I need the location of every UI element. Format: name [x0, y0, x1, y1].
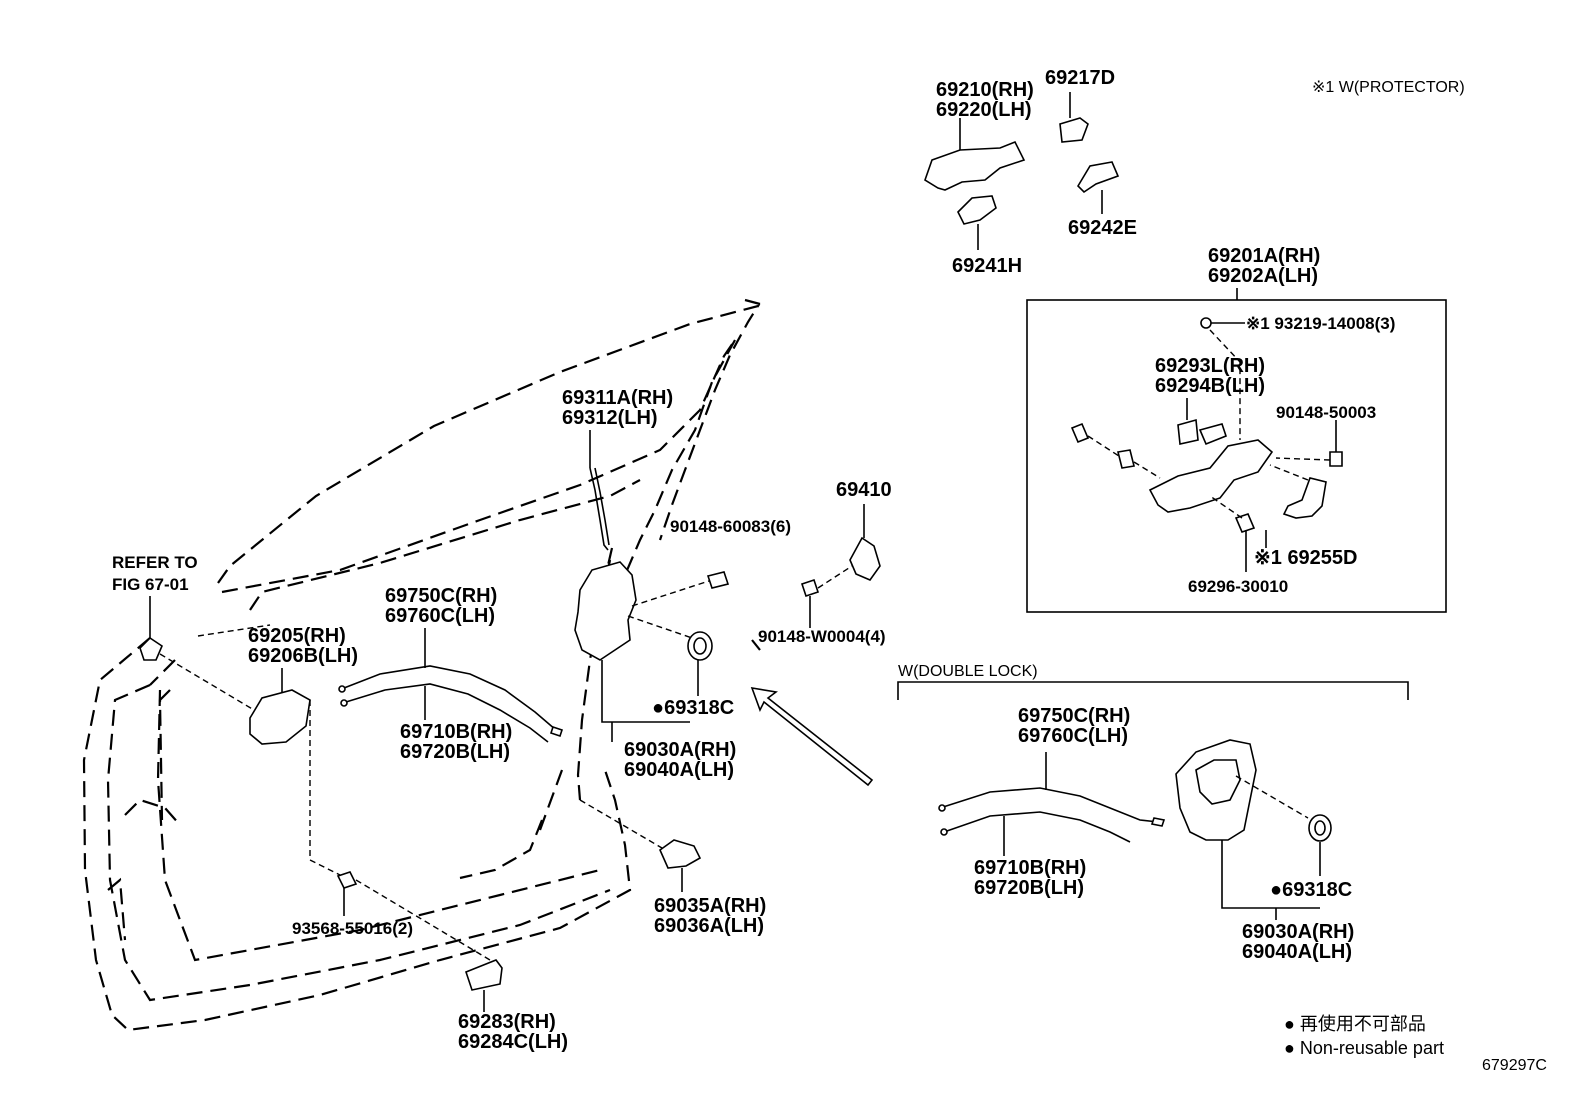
svg-text:69311A(RH): 69311A(RH)	[562, 387, 673, 409]
label-90148-60083: 90148-60083(6)	[670, 517, 791, 536]
inside-cables	[338, 628, 564, 743]
screw-90148-60083	[706, 571, 730, 589]
svg-text:90148-50003: 90148-50003	[1276, 403, 1376, 422]
svg-text:69710B(RH): 69710B(RH)	[974, 857, 1086, 879]
svg-text:69284C(LH): 69284C(LH)	[458, 1031, 568, 1053]
label-69205: 69205(RH) 69206B(LH)	[248, 625, 358, 667]
label-69030-double-lock: 69030A(RH) 69040A(LH)	[1242, 921, 1354, 963]
double-lock-section	[897, 681, 1409, 920]
svg-text:69217D: 69217D	[1045, 67, 1115, 89]
screw-93568	[336, 871, 491, 961]
handle-pad-front	[957, 195, 997, 250]
door-pocket-cover	[465, 959, 503, 1012]
svg-text:69312(LH): 69312(LH)	[562, 407, 658, 429]
label-note-protector: ※1 W(PROTECTOR)	[1312, 79, 1465, 96]
svg-text:●69318C: ●69318C	[652, 697, 734, 719]
lock-rod	[589, 430, 610, 551]
label-69035: 69035A(RH) 69036A(LH)	[654, 895, 766, 937]
svg-text:69035A(RH): 69035A(RH)	[654, 895, 766, 917]
label-69311: 69311A(RH) 69312(LH)	[562, 387, 673, 429]
svg-text:69242E: 69242E	[1068, 217, 1137, 239]
label-69296: 69296-30010	[1188, 577, 1288, 596]
label-69283: 69283(RH) 69284C(LH)	[458, 1011, 568, 1053]
svg-text:69030A(RH): 69030A(RH)	[1242, 921, 1354, 943]
svg-text:69036A(LH): 69036A(LH)	[654, 915, 764, 937]
label-90148-50003: 90148-50003	[1276, 403, 1376, 422]
svg-text:69201A(RH): 69201A(RH)	[1208, 245, 1320, 267]
svg-text:69760C(LH): 69760C(LH)	[1018, 725, 1128, 747]
svg-text:69296-30010: 69296-30010	[1188, 577, 1288, 596]
svg-text:93568-55016(2): 93568-55016(2)	[292, 919, 413, 938]
label-90148-w0004: 90148-W0004(4)	[758, 627, 886, 646]
legend: ● 再使用不可部品 ● Non-reusable part	[1284, 1014, 1444, 1058]
svg-text:90148-60083(6): 90148-60083(6)	[670, 517, 791, 536]
svg-text:W(DOUBLE LOCK): W(DOUBLE LOCK)	[898, 663, 1038, 680]
label-93568: 93568-55016(2)	[292, 919, 413, 938]
svg-text:69410: 69410	[836, 479, 892, 501]
legend-jp: ● 再使用不可部品	[1284, 1014, 1426, 1034]
door-outline	[82, 298, 761, 1032]
svg-text:90148-W0004(4): 90148-W0004(4)	[758, 627, 886, 646]
clip-refer-to	[139, 596, 163, 661]
door-lock-assembly	[574, 561, 713, 723]
label-69750-double-lock: 69750C(RH) 69760C(LH)	[1018, 705, 1130, 747]
svg-text:※1 93219-14008(3): ※1 93219-14008(3)	[1246, 314, 1395, 333]
label-69293: 69293L(RH) 69294B(LH)	[1155, 355, 1265, 397]
handle-pad-rear	[1076, 161, 1120, 214]
svg-text:69720B(LH): 69720B(LH)	[400, 741, 510, 763]
svg-text:●69318C: ●69318C	[1270, 879, 1352, 901]
label-double-lock: W(DOUBLE LOCK)	[898, 663, 1038, 680]
svg-text:69040A(LH): 69040A(LH)	[624, 759, 734, 781]
svg-text:69210(RH): 69210(RH)	[936, 79, 1034, 101]
grommet-69318c	[687, 631, 713, 696]
label-69318: ●69318C	[652, 697, 734, 719]
legend-en: ● Non-reusable part	[1284, 1038, 1444, 1058]
label-69241: 69241H	[952, 255, 1022, 277]
handle-frame-assembly-box	[1026, 288, 1447, 613]
svg-text:69720B(LH): 69720B(LH)	[974, 877, 1084, 899]
label-69710-double-lock: 69710B(RH) 69720B(LH)	[974, 857, 1086, 899]
label-69242: 69242E	[1068, 217, 1137, 239]
svg-text:69294B(LH): 69294B(LH)	[1155, 375, 1265, 397]
svg-text:69202A(LH): 69202A(LH)	[1208, 265, 1318, 287]
svg-text:69750C(RH): 69750C(RH)	[1018, 705, 1130, 727]
label-69255: ※1 69255D	[1254, 547, 1358, 569]
svg-text:FIG 67-01: FIG 67-01	[112, 575, 189, 594]
svg-text:69293L(RH): 69293L(RH)	[1155, 355, 1265, 377]
svg-text:69750C(RH): 69750C(RH)	[385, 585, 497, 607]
diagram-id: 679297C	[1482, 1057, 1547, 1074]
svg-text:69710B(RH): 69710B(RH)	[400, 721, 512, 743]
label-69750: 69750C(RH) 69760C(LH)	[385, 585, 497, 627]
svg-text:※1 69255D: ※1 69255D	[1254, 547, 1358, 569]
label-69210: 69210(RH) 69220(LH)	[936, 79, 1034, 121]
lock-cover	[579, 799, 702, 892]
key-cylinder-cap	[1059, 92, 1089, 143]
outside-handle-frame	[924, 118, 1026, 191]
label-69201: 69201A(RH) 69202A(LH)	[1208, 245, 1320, 287]
svg-text:69241H: 69241H	[952, 255, 1022, 277]
svg-text:69760C(LH): 69760C(LH)	[385, 605, 495, 627]
label-93219: ※1 93219-14008(3)	[1246, 314, 1395, 333]
svg-text:69205(RH): 69205(RH)	[248, 625, 346, 647]
svg-text:69206B(LH): 69206B(LH)	[248, 645, 358, 667]
label-69410: 69410	[836, 479, 892, 501]
direction-arrow	[750, 686, 874, 787]
label-69710: 69710B(RH) 69720B(LH)	[400, 721, 512, 763]
svg-text:69220(LH): 69220(LH)	[936, 99, 1032, 121]
svg-text:69283(RH): 69283(RH)	[458, 1011, 556, 1033]
label-refer-to: REFER TO FIG 67-01	[112, 553, 198, 594]
label-69030: 69030A(RH) 69040A(LH)	[624, 739, 736, 781]
svg-text:REFER TO: REFER TO	[112, 553, 198, 572]
label-69217: 69217D	[1045, 67, 1115, 89]
striker-69410	[800, 504, 881, 628]
svg-text:※1 W(PROTECTOR): ※1 W(PROTECTOR)	[1312, 79, 1465, 96]
label-69318-double-lock: ●69318C	[1270, 879, 1352, 901]
svg-text:69030A(RH): 69030A(RH)	[624, 739, 736, 761]
svg-text:69040A(LH): 69040A(LH)	[1242, 941, 1352, 963]
inside-handle	[159, 624, 351, 881]
svg-text:679297C: 679297C	[1482, 1057, 1547, 1074]
